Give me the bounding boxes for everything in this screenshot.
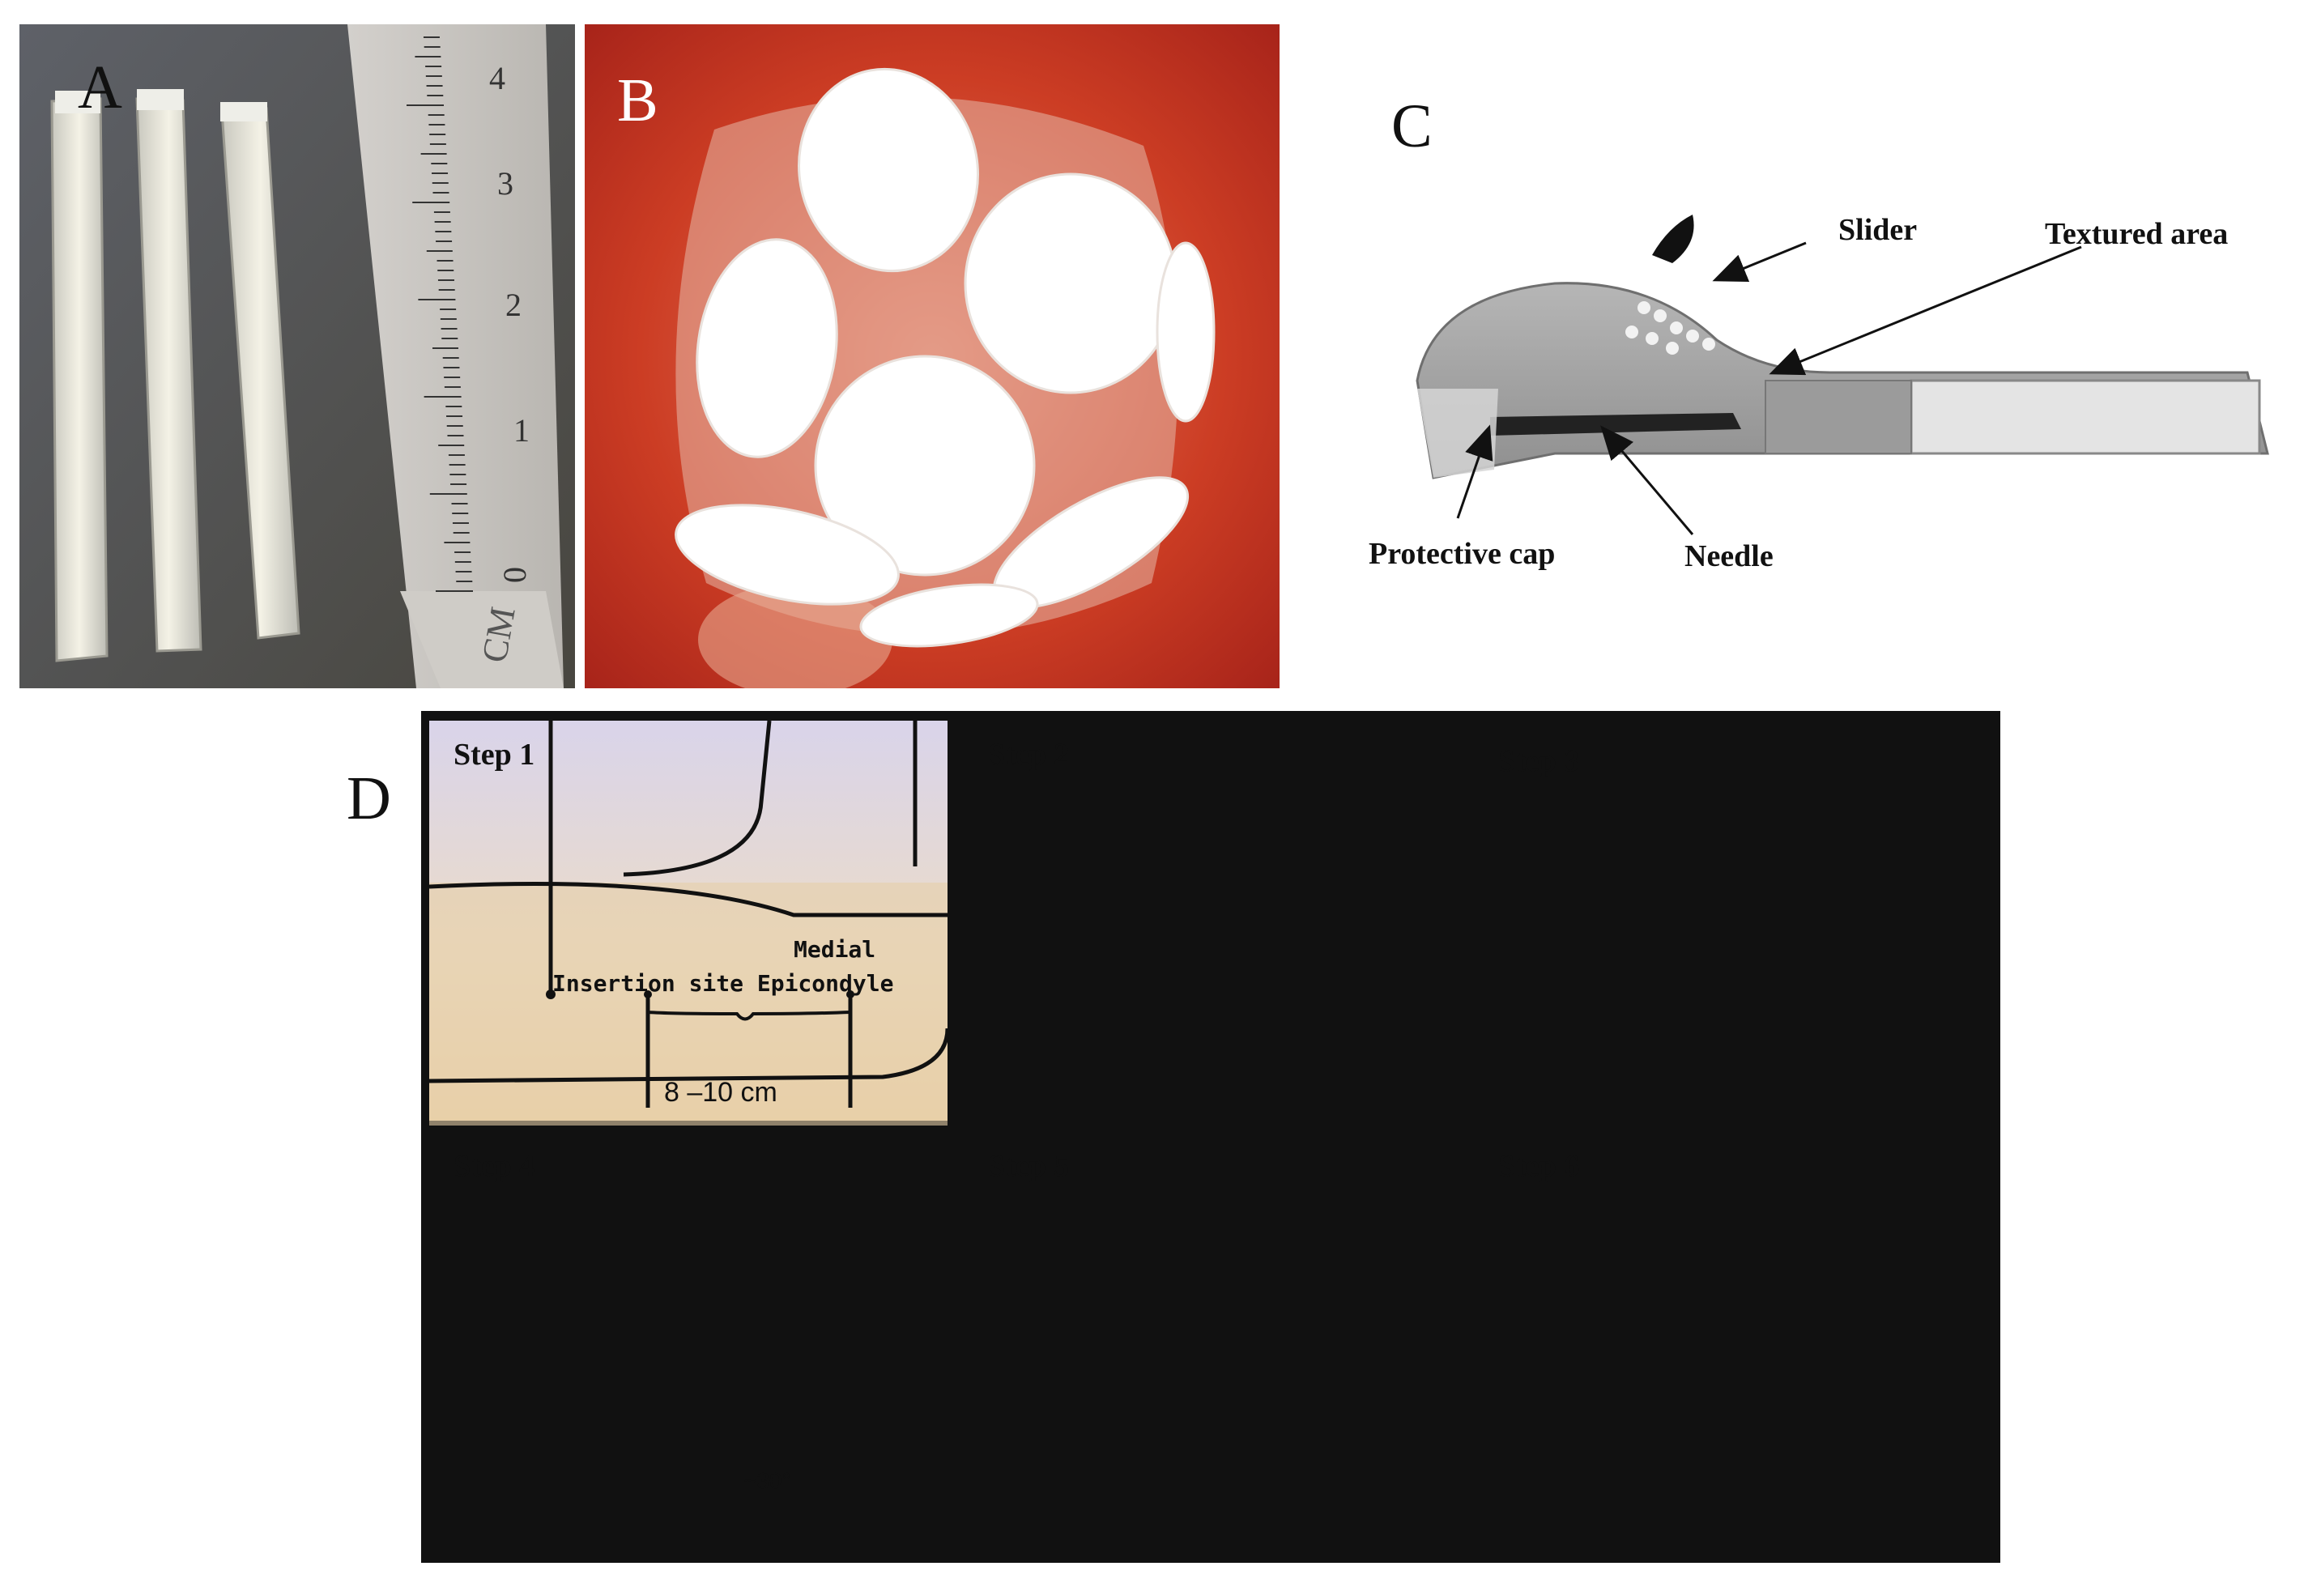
panel-c-diagram: C Slider Textured area Protectiv bbox=[1312, 49, 2321, 615]
step-1-panel bbox=[428, 720, 950, 1126]
step-4-title: Step 4 bbox=[454, 1149, 535, 1183]
implant-photo: 0 1 2 3 4 CM bbox=[19, 24, 575, 688]
callout-protective-cap: Protective cap bbox=[1369, 537, 1556, 571]
applicator-diagram bbox=[1416, 215, 2269, 535]
panel-b-photo: B bbox=[585, 24, 1280, 688]
implant-rod bbox=[135, 89, 202, 653]
disc bbox=[675, 504, 900, 606]
disc bbox=[1156, 241, 1216, 423]
protective-cap-arrow bbox=[1456, 424, 1493, 519]
step-6-title: Step 6 bbox=[1498, 1149, 1580, 1183]
ruler-mark-4: 4 bbox=[489, 60, 505, 96]
ruler-mark-2: 2 bbox=[505, 287, 522, 323]
slider-arrow bbox=[1712, 241, 1807, 283]
ruler: 0 1 2 3 4 CM bbox=[347, 24, 564, 688]
implant-rod bbox=[50, 91, 109, 662]
step-2-title: Step 2 bbox=[988, 738, 1070, 772]
step-1-medial-label: Medial bbox=[794, 936, 876, 963]
step-3-title: Step 3 bbox=[1498, 744, 1580, 778]
callout-textured-area: Textured area bbox=[2045, 217, 2229, 251]
callout-needle: Needle bbox=[1684, 539, 1774, 573]
panel-label-a: A bbox=[78, 53, 122, 121]
disc bbox=[696, 238, 838, 458]
surgical-photo bbox=[585, 24, 1280, 688]
step-1-distance-label: 8 –10 cm bbox=[664, 1077, 777, 1108]
step-4-angle-label: ~30° bbox=[743, 1468, 791, 1493]
step-1-insertion-label: Insertion site Epicondyle bbox=[552, 970, 894, 997]
slider-knob bbox=[1652, 215, 1694, 263]
panel-label-d: D bbox=[347, 764, 391, 832]
textured-area-arrow bbox=[1769, 245, 2082, 376]
callout-slider: Slider bbox=[1838, 213, 1918, 247]
textured-dots bbox=[1625, 301, 1715, 355]
step-5-title: Step 5 bbox=[988, 1149, 1070, 1183]
disc bbox=[964, 172, 1178, 394]
disc bbox=[859, 583, 1039, 648]
panel-label-b: B bbox=[617, 66, 658, 134]
step-1-title: Step 1 bbox=[454, 738, 535, 772]
needle-shape bbox=[1490, 413, 1741, 436]
panel-a-photo: 0 1 2 3 4 CM A bbox=[19, 24, 575, 688]
implant-rod bbox=[220, 102, 300, 640]
panel-d-steps: Step 1 Step 2 Step 3 Step 4 Step 5 Step … bbox=[421, 711, 2000, 1563]
insertion-steps bbox=[428, 720, 950, 1126]
ruler-mark-0: 0 bbox=[496, 567, 533, 583]
ruler-mark-3: 3 bbox=[497, 165, 513, 202]
needle-arrow bbox=[1600, 425, 1694, 535]
ruler-mark-1: 1 bbox=[513, 412, 530, 449]
ruler-unit: CM bbox=[475, 604, 523, 666]
disc bbox=[798, 67, 979, 273]
disc bbox=[814, 355, 1036, 577]
panel-label-c: C bbox=[1391, 92, 1433, 160]
applicator-tip bbox=[1910, 379, 2261, 455]
